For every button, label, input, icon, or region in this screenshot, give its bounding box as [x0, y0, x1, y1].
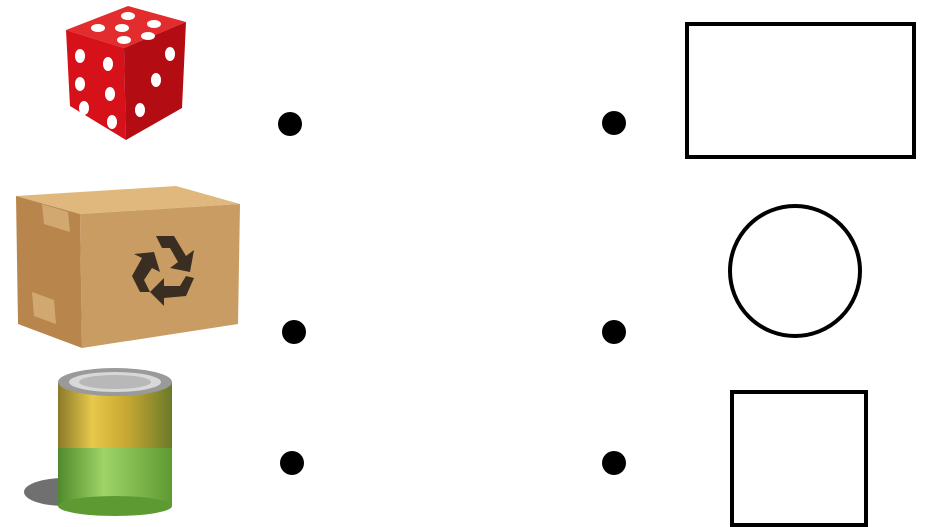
right-dot-3[interactable] — [602, 451, 626, 475]
right-dot-1[interactable] — [602, 111, 626, 135]
cardboard-box-icon[interactable] — [12, 184, 244, 350]
right-dot-2[interactable] — [602, 320, 626, 344]
left-dot-1[interactable] — [278, 112, 302, 136]
left-dot-2[interactable] — [282, 320, 306, 344]
corn-can-icon[interactable] — [18, 364, 178, 518]
left-dot-3[interactable] — [280, 451, 304, 475]
circle-icon[interactable] — [727, 203, 863, 339]
square-icon[interactable] — [730, 390, 868, 527]
die-icon[interactable] — [58, 2, 190, 142]
rectangle-icon[interactable] — [685, 22, 916, 159]
